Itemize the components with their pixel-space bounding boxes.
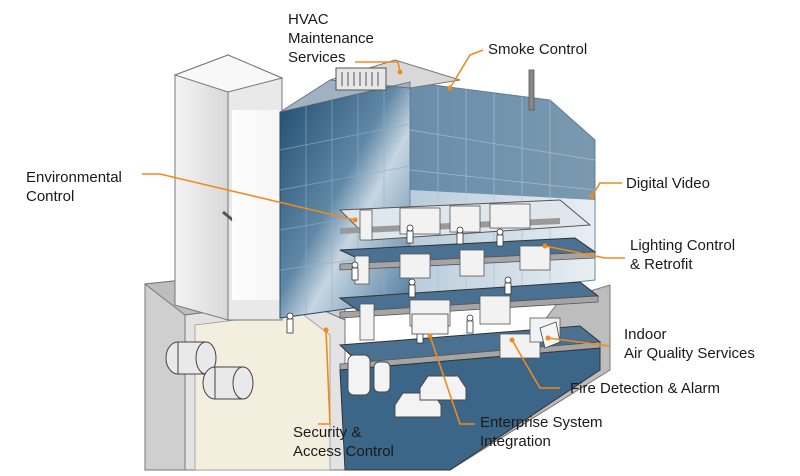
label-digital-video: Digital Video: [626, 174, 710, 193]
label-indoor-line-2: Air Quality Services: [624, 345, 755, 362]
label-indoor-line-1: Indoor: [624, 326, 667, 343]
pipes: [165, 341, 254, 400]
label-hvac-line-3: Services: [288, 49, 346, 66]
label-security-line-2: Access Control: [293, 443, 394, 460]
label-fire-line-1: Fire Detection & Alarm: [570, 380, 721, 397]
glass-facade: [279, 59, 596, 319]
label-lighting-control: Lighting Control & Retrofit: [630, 236, 735, 274]
label-environmental-control: Environmental Control: [26, 168, 122, 206]
label-enterprise-line-1: Enterprise System: [480, 414, 603, 431]
label-enterprise-line-2: Integration: [480, 433, 551, 450]
label-environmental-line-2: Control: [26, 188, 75, 205]
label-hvac-line-2: Maintenance: [288, 30, 374, 47]
label-hvac-line-1: HVAC: [288, 11, 329, 28]
label-security-access: Security & Access Control: [293, 423, 394, 461]
floor-cutaway: [286, 199, 602, 471]
label-enterprise-system: Enterprise System Integration: [480, 413, 603, 451]
label-digital-video-line-1: Digital Video: [626, 175, 710, 192]
label-smoke-control: Smoke Control: [488, 40, 587, 59]
label-security-line-1: Security &: [293, 424, 362, 441]
label-lighting-line-2: & Retrofit: [630, 256, 693, 273]
label-hvac-maintenance-services: HVAC Maintenance Services: [288, 10, 374, 67]
leader-lines: [142, 49, 625, 425]
label-smoke-line-1: Smoke Control: [488, 41, 588, 58]
label-fire-detection: Fire Detection & Alarm: [570, 379, 720, 398]
label-environmental-line-1: Environmental: [26, 169, 122, 186]
label-lighting-line-1: Lighting Control: [630, 237, 736, 254]
label-indoor-air-quality: Indoor Air Quality Services: [624, 325, 755, 363]
